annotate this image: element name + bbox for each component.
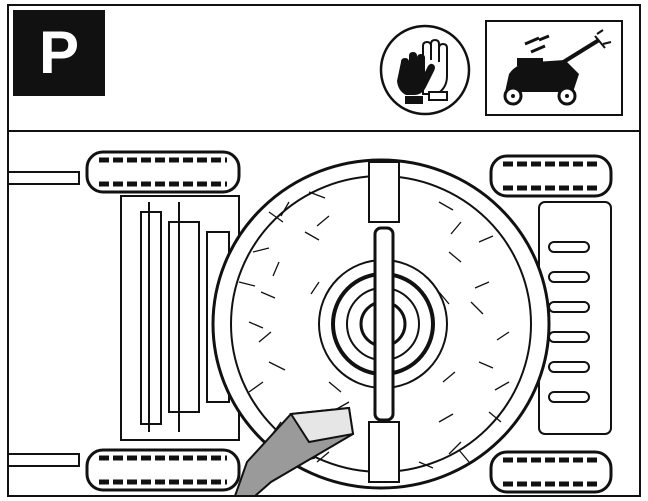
gloves-icon [379, 24, 471, 116]
rear-wheel-top [85, 150, 241, 194]
mower-cleaning-icon-box [485, 20, 623, 116]
front-wheel-bottom [489, 450, 613, 494]
mower-underside-illustration [9, 150, 613, 495]
mower-cleaning-icon [503, 29, 612, 106]
front-wheel-top [489, 154, 613, 198]
front-vents [548, 241, 590, 403]
rear-wheel-bottom [85, 448, 241, 492]
instruction-panel: P [7, 4, 641, 497]
panel-header: P [9, 6, 639, 132]
step-badge: P [13, 10, 105, 96]
scraper-icon [234, 406, 355, 495]
